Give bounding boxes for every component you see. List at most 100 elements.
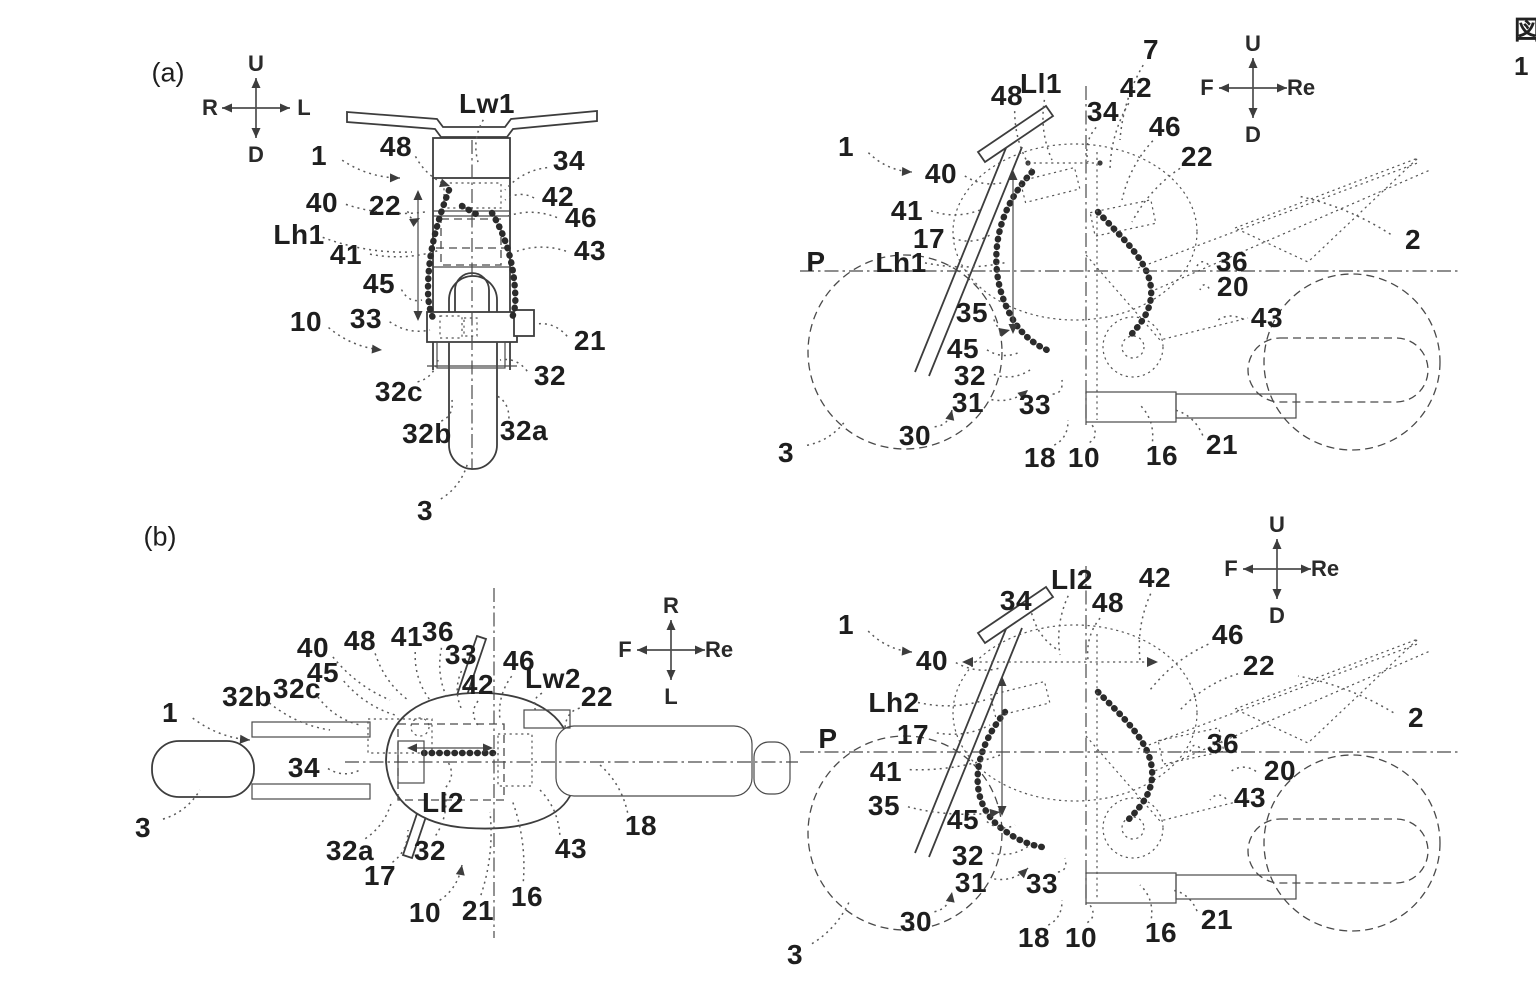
leader-fig-side-view-2-32 [992,845,1030,854]
leader-lines [163,65,1393,944]
leader-arrowhead [1017,390,1028,400]
leader-fig-side-view-1-21 [1175,410,1203,435]
front-fork [915,143,1022,376]
leader-fig-a-front-view-32c [418,360,438,382]
leader-fig-b-top-view-45 [344,681,395,715]
front-tire-top-view [152,741,254,797]
cable-rear-2 [1098,692,1152,822]
leader-fig-b-top-view-32a [365,800,392,839]
figure-side2-line-art [800,566,1458,931]
cable-left [428,190,449,318]
leader-fig-side-view-1-20 [1200,285,1209,290]
leader-fig-side-view-1-41 [931,210,980,215]
leader-arrowhead [902,647,912,656]
leader-fig-side-view-1-43 [1215,316,1243,322]
leader-arrowhead [252,78,261,88]
leader-fig-a-front-view-32 [500,359,527,371]
leader-fig-b-top-view-36 [440,648,448,700]
leader-fig-side-view-2-36 [1190,745,1200,752]
leader-fig-side-view-2-48 [1088,618,1100,660]
leader-fig-a-front-view-34 [505,168,547,190]
leader-fig-side-view-2-20 [1230,767,1256,772]
leader-fig-side-view-1-18 [1054,420,1068,445]
front-wheel [808,255,1002,449]
leader-arrowhead [667,620,676,630]
leader-fig-side-view-2-34 [1032,613,1058,650]
rear-wheel [1264,274,1440,450]
leader-arrowhead [902,167,912,176]
front-fork-2 [915,624,1022,857]
leader-fig-side-view-2-22 [1180,674,1238,710]
leader-fig-a-front-view-33 [390,322,430,332]
dimension-lh2-side [998,676,1007,816]
leader-fig-side-view-1-40 [965,176,1005,184]
leader-arrowhead [372,345,382,354]
handlebar-side [978,106,1053,162]
leader-fig-side-view-1-42 [1110,103,1129,170]
leader-arrowhead [1243,565,1253,574]
figure-b-line-art [152,588,798,938]
compass-roses [222,58,1311,680]
fig-b-top-view-compass [637,620,705,680]
leader-arrowhead [222,104,232,113]
margin-note-line: 1 [1514,48,1536,84]
figure-side1-line-art [800,86,1458,450]
bracket-21 [514,310,534,336]
leader-fig-b-top-view-40 [333,657,390,700]
tank-top-view [386,693,570,829]
leader-arrowhead [1277,84,1287,93]
leader-fig-side-view-2-10 [1087,905,1093,923]
fig-side-view-1-compass [1219,58,1287,118]
leader-fig-side-view-2-18 [1048,900,1062,925]
engine-case [1103,317,1163,377]
margin-note-line: 図 [1514,12,1536,48]
leader-fig-a-front-view-45 [401,290,422,301]
leader-fig-side-view-1-33 [1053,380,1063,394]
tail-cap [754,742,790,794]
leader-fig-b-top-view-41 [415,652,430,700]
leader-fig-side-view-1-2 [1298,196,1391,234]
leader-fig-side-view-2-2 [1298,676,1393,713]
fig-a-front-view-compass [222,78,290,138]
leader-arrowhead [989,809,1000,818]
swingarm-cover [1248,338,1428,402]
leader-arrowhead [1273,589,1282,599]
dimension-ll1 [1025,160,1102,165]
leader-fig-side-view-2-30 [934,892,952,912]
figure-a-line-art [347,111,597,470]
leader-arrowhead [1249,58,1258,68]
leader-arrowhead [240,735,250,744]
fork-top-plate [252,722,370,737]
leader-fig-b-top-view-22 [565,708,580,728]
leader-fig-a-front-view-Lh1 [323,237,412,252]
cable-rear [1098,212,1151,338]
handlebar-front [347,111,597,137]
leader-arrowhead [456,865,465,876]
tank-outline-2 [953,625,1197,801]
leader-fig-side-view-2-16 [1140,885,1152,918]
leader-fig-b-top-view-32c [318,697,360,725]
leader-fig-side-view-2-46 [1150,644,1208,690]
leader-fig-side-view-2-3 [812,900,850,944]
leader-fig-side-view-2-40 [956,663,1000,671]
leader-arrowhead [637,646,647,655]
leader-fig-side-view-1-36 [1196,262,1208,268]
leader-fig-a-front-view-21 [536,324,567,337]
leader-fig-side-view-1-46 [1122,141,1153,200]
leader-arrowhead [667,670,676,680]
leader-arrowhead [1249,108,1258,118]
leader-fig-side-view-2-43 [1210,795,1226,800]
leader-fig-side-view-1-10 [1090,425,1096,442]
leader-fig-side-view-1-22 [1132,168,1180,222]
leader-fig-side-view-2-33 [1058,858,1066,872]
leader-fig-side-view-2-42 [1139,594,1150,660]
leader-arrowhead [252,128,261,138]
leader-arrowhead [1301,565,1311,574]
leader-fig-side-view-1-45 [987,350,1020,356]
leader-fig-a-front-view-43 [515,247,566,252]
clipped-margin-figure-number: 図 1 [1514,12,1536,84]
fig-side-view-2-compass [1243,539,1311,599]
leader-fig-side-view-1-16 [1140,405,1153,441]
